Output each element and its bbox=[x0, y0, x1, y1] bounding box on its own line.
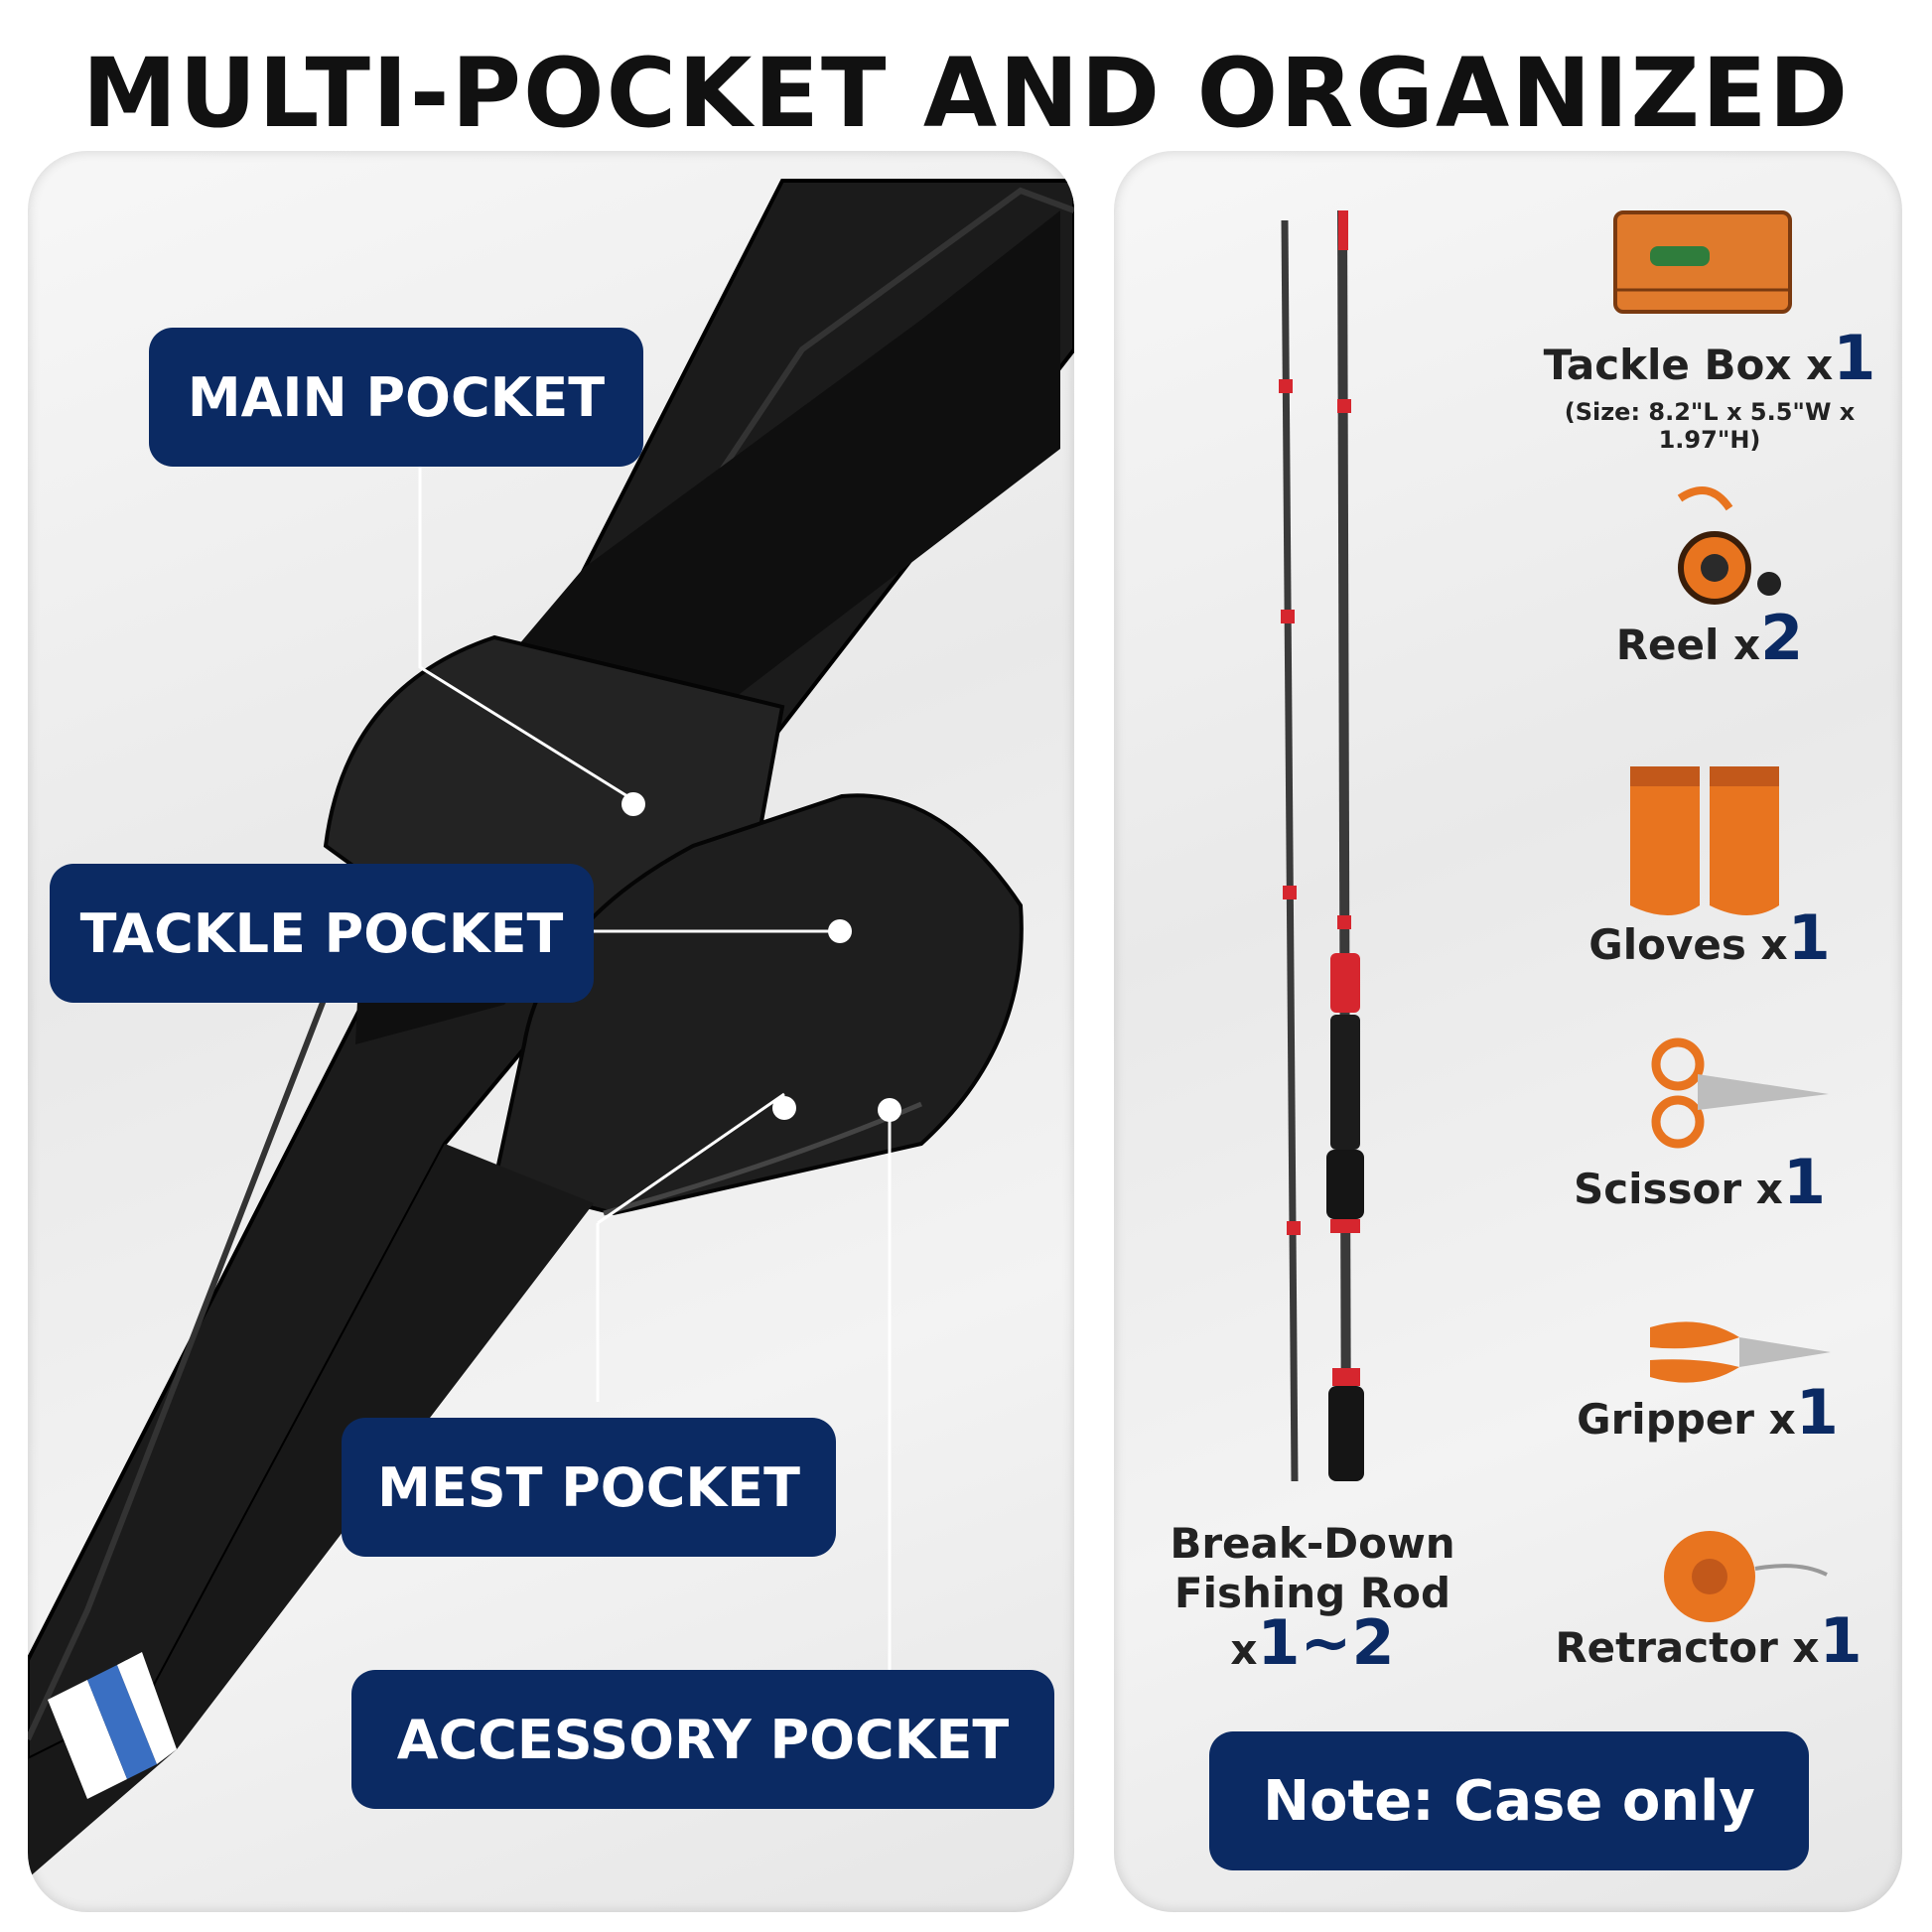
scissor-icon bbox=[1651, 1037, 1829, 1149]
accessory-pocket-text: ACCESSORY POCKET bbox=[396, 1708, 1010, 1771]
tackle-box-label: Tackle Box x bbox=[1543, 341, 1834, 389]
reel-item: Reel x2 bbox=[1521, 602, 1898, 674]
scissor-item: Scissor x1 bbox=[1511, 1146, 1888, 1218]
retractor-icon bbox=[1664, 1531, 1828, 1622]
rod-label-line1: Break-Down bbox=[1170, 1519, 1455, 1568]
reel-icon bbox=[1677, 486, 1781, 605]
tackle-box-count: 1 bbox=[1833, 322, 1876, 394]
rod-count-prefix: x bbox=[1230, 1625, 1258, 1674]
retractor-label: Retractor x bbox=[1555, 1623, 1820, 1672]
main-pocket-label: MAIN POCKET bbox=[149, 328, 643, 467]
reel-count: 2 bbox=[1760, 602, 1804, 674]
tackle-box-item: Tackle Box x1 (Size: 8.2"L x 5.5"W x 1.9… bbox=[1521, 322, 1898, 454]
tackle-box-icon bbox=[1613, 210, 1792, 314]
gloves-label: Gloves x bbox=[1588, 920, 1788, 969]
case-only-note: Note: Case only bbox=[1209, 1731, 1809, 1870]
fishing-rod-label: Break-Down Fishing Rod x1~2 bbox=[1154, 1519, 1471, 1675]
gloves-item: Gloves x1 bbox=[1521, 901, 1898, 974]
tackle-pocket-text: TACKLE POCKET bbox=[79, 901, 564, 965]
gripper-label: Gripper x bbox=[1577, 1395, 1796, 1444]
page-title: MULTI-POCKET AND ORGANIZED bbox=[81, 38, 1851, 149]
retractor-item: Retractor x1 bbox=[1515, 1604, 1902, 1677]
tackle-box-size: (Size: 8.2"L x 5.5"W x 1.97"H) bbox=[1564, 398, 1856, 454]
main-pocket-text: MAIN POCKET bbox=[187, 365, 606, 429]
rod-count: 1~2 bbox=[1257, 1606, 1395, 1679]
scissor-label: Scissor x bbox=[1574, 1165, 1783, 1213]
mest-pocket-text: MEST POCKET bbox=[377, 1455, 800, 1519]
mest-pocket-marker bbox=[772, 1096, 796, 1120]
reel-label: Reel x bbox=[1615, 621, 1761, 669]
gripper-count: 1 bbox=[1795, 1376, 1839, 1449]
mest-pocket-label: MEST POCKET bbox=[342, 1418, 836, 1557]
contents-panel: Tackle Box x1 (Size: 8.2"L x 5.5"W x 1.9… bbox=[1114, 151, 1902, 1912]
accessory-pocket-label: ACCESSORY POCKET bbox=[351, 1670, 1054, 1809]
bag-panel: MAIN POCKET TACKLE POCKET MEST POCKET AC… bbox=[28, 151, 1074, 1912]
gripper-icon bbox=[1650, 1321, 1831, 1383]
gloves-count: 1 bbox=[1787, 901, 1831, 974]
retractor-count: 1 bbox=[1819, 1604, 1863, 1677]
rod-label-line2: Fishing Rod bbox=[1173, 1569, 1451, 1617]
main-pocket-marker bbox=[621, 792, 645, 816]
tackle-pocket-marker bbox=[828, 919, 852, 943]
fishing-rod-illustration bbox=[1279, 209, 1831, 1622]
scissor-count: 1 bbox=[1782, 1146, 1826, 1218]
case-only-note-text: Note: Case only bbox=[1263, 1768, 1755, 1834]
gripper-item: Gripper x1 bbox=[1519, 1376, 1896, 1449]
tackle-pocket-label: TACKLE POCKET bbox=[50, 864, 594, 1003]
accessory-pocket-marker bbox=[878, 1098, 901, 1122]
gloves-icon bbox=[1630, 766, 1779, 915]
